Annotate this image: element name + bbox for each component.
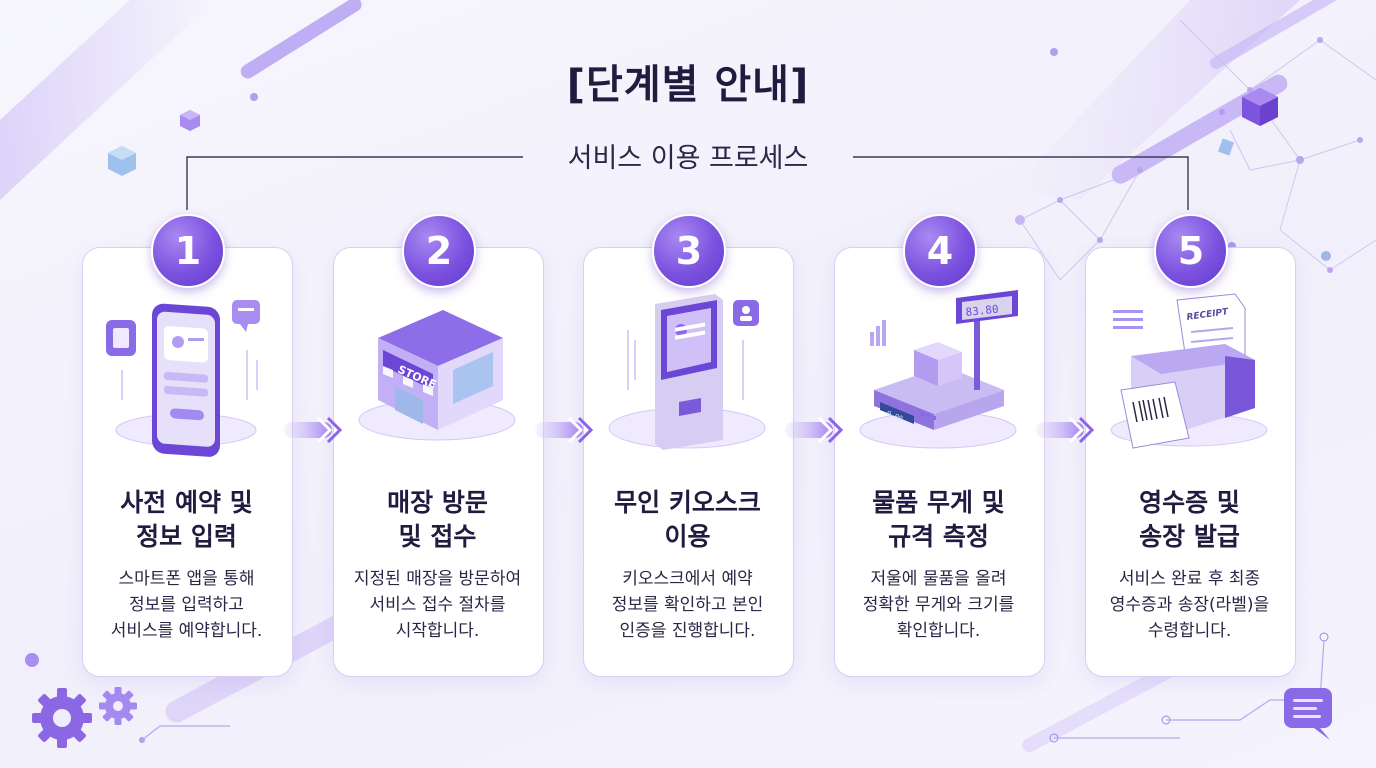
arrow-3-4 — [785, 416, 844, 444]
step-desc-3: 키오스크에서 예약 정보를 확인하고 본인 인증을 진행합니다. — [611, 569, 764, 641]
page-subtitle: 서비스 이용 프로세스 — [567, 143, 809, 174]
step-desc-1: 스마트폰 앱을 통해 정보를 입력하고 서비스를 예약합니다. — [110, 569, 263, 641]
step-desc-4: 저울에 물품을 올려 정확한 무게와 크기를 확인합니다. — [862, 569, 1015, 641]
step-title-1: 사전 예약 및 정보 입력 — [120, 488, 253, 551]
step-title-2: 매장 방문 및 접수 — [387, 488, 488, 551]
step-title-3: 무인 키오스크 이용 — [614, 488, 761, 551]
step-number-5: 5 — [1154, 214, 1228, 288]
page-title: [단계별 안내] — [566, 62, 810, 108]
step-number-4: 4 — [903, 214, 977, 288]
scale-display: 83.80 — [965, 303, 999, 319]
smartphone-icon — [106, 300, 260, 457]
step-desc-5: 서비스 완료 후 최종 영수증과 송장(라벨)을 수령합니다. — [1109, 569, 1270, 641]
step-number-1: 1 — [151, 214, 225, 288]
step-number-3: 3 — [652, 214, 726, 288]
kiosk-icon — [608, 294, 766, 450]
receipt-printer-icon: RECEIPT — [1110, 293, 1268, 449]
step-title-4: 물품 무게 및 규격 측정 — [872, 488, 1005, 551]
arrow-2-3 — [535, 416, 594, 444]
arrow-4-5 — [1036, 416, 1095, 444]
scale-icon: 0.00 83.80 — [859, 290, 1018, 449]
arrow-1-2 — [284, 416, 343, 444]
store-icon: STORE — [358, 310, 516, 441]
step-desc-2: 지정된 매장을 방문하여 서비스 접수 절차를 시작합니다. — [353, 569, 522, 641]
step-title-5: 영수증 및 송장 발급 — [1139, 488, 1240, 551]
step-number-2: 2 — [402, 214, 476, 288]
